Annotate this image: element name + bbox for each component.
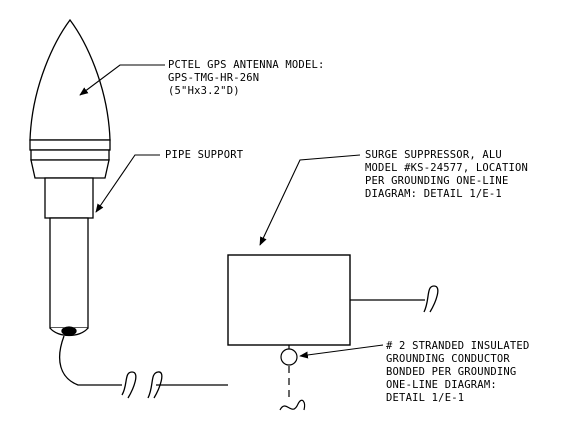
ground-label-line2: GROUNDING CONDUCTOR — [386, 353, 510, 365]
antenna-label: PCTEL GPS ANTENNA MODEL: GPS-TMG-HR-26N … — [168, 59, 325, 97]
pipe-opening — [61, 326, 77, 336]
leader-lines — [79, 64, 384, 359]
leader-antenna — [79, 64, 165, 96]
pipe-shaft — [49, 217, 89, 329]
antenna-radome — [29, 18, 111, 141]
ground-label-line4: ONE-LINE DIAGRAM: — [386, 379, 497, 391]
surge-label-line4: DIAGRAM: DETAIL 1/E-1 — [365, 188, 502, 200]
gps-antenna — [29, 18, 111, 179]
ground-bond-symbol — [280, 348, 298, 366]
leader-surge-suppressor — [259, 154, 361, 246]
surge-label-line3: PER GROUNDING ONE-LINE — [365, 175, 508, 187]
ground-label-line1: # 2 STRANDED INSULATED — [386, 340, 529, 352]
ground-label-line5: DETAIL 1/E-1 — [386, 392, 464, 404]
grounding-conductor-label: # 2 STRANDED INSULATED GROUNDING CONDUCT… — [386, 340, 529, 404]
antenna-band-middle — [30, 149, 110, 161]
ground-break-symbol — [279, 399, 306, 411]
antenna-label-line2: GPS-TMG-HR-26N — [168, 72, 259, 84]
surge-label-line2: MODEL #KS-24577, LOCATION — [365, 162, 528, 174]
pipe-support — [44, 177, 94, 337]
coax-cable-left — [59, 335, 228, 399]
coax-cable-right — [350, 285, 439, 313]
ground-label-line3: BONDED PER GROUNDING — [386, 366, 516, 378]
cable-break-symbol — [121, 371, 137, 399]
grounding-conductor — [279, 345, 306, 411]
surge-suppressor-box — [227, 254, 351, 346]
pipe-support-label: PIPE SUPPORT — [165, 149, 244, 161]
antenna-band-upper — [29, 139, 111, 151]
surge-suppressor-label: SURGE SUPPRESSOR, ALU MODEL #KS-24577, L… — [365, 149, 528, 200]
leader-pipe-support — [95, 154, 160, 213]
pipe-mount — [44, 177, 94, 219]
antenna-base — [30, 159, 110, 179]
leader-grounding-conductor — [299, 344, 384, 359]
antenna-label-line3: (5"Hx3.2"D) — [168, 85, 240, 97]
cable-break-symbol — [423, 285, 439, 313]
surge-label-line1: SURGE SUPPRESSOR, ALU — [365, 149, 502, 161]
antenna-label-line1: PCTEL GPS ANTENNA MODEL: — [168, 59, 325, 71]
cable-break-symbol — [147, 371, 163, 399]
